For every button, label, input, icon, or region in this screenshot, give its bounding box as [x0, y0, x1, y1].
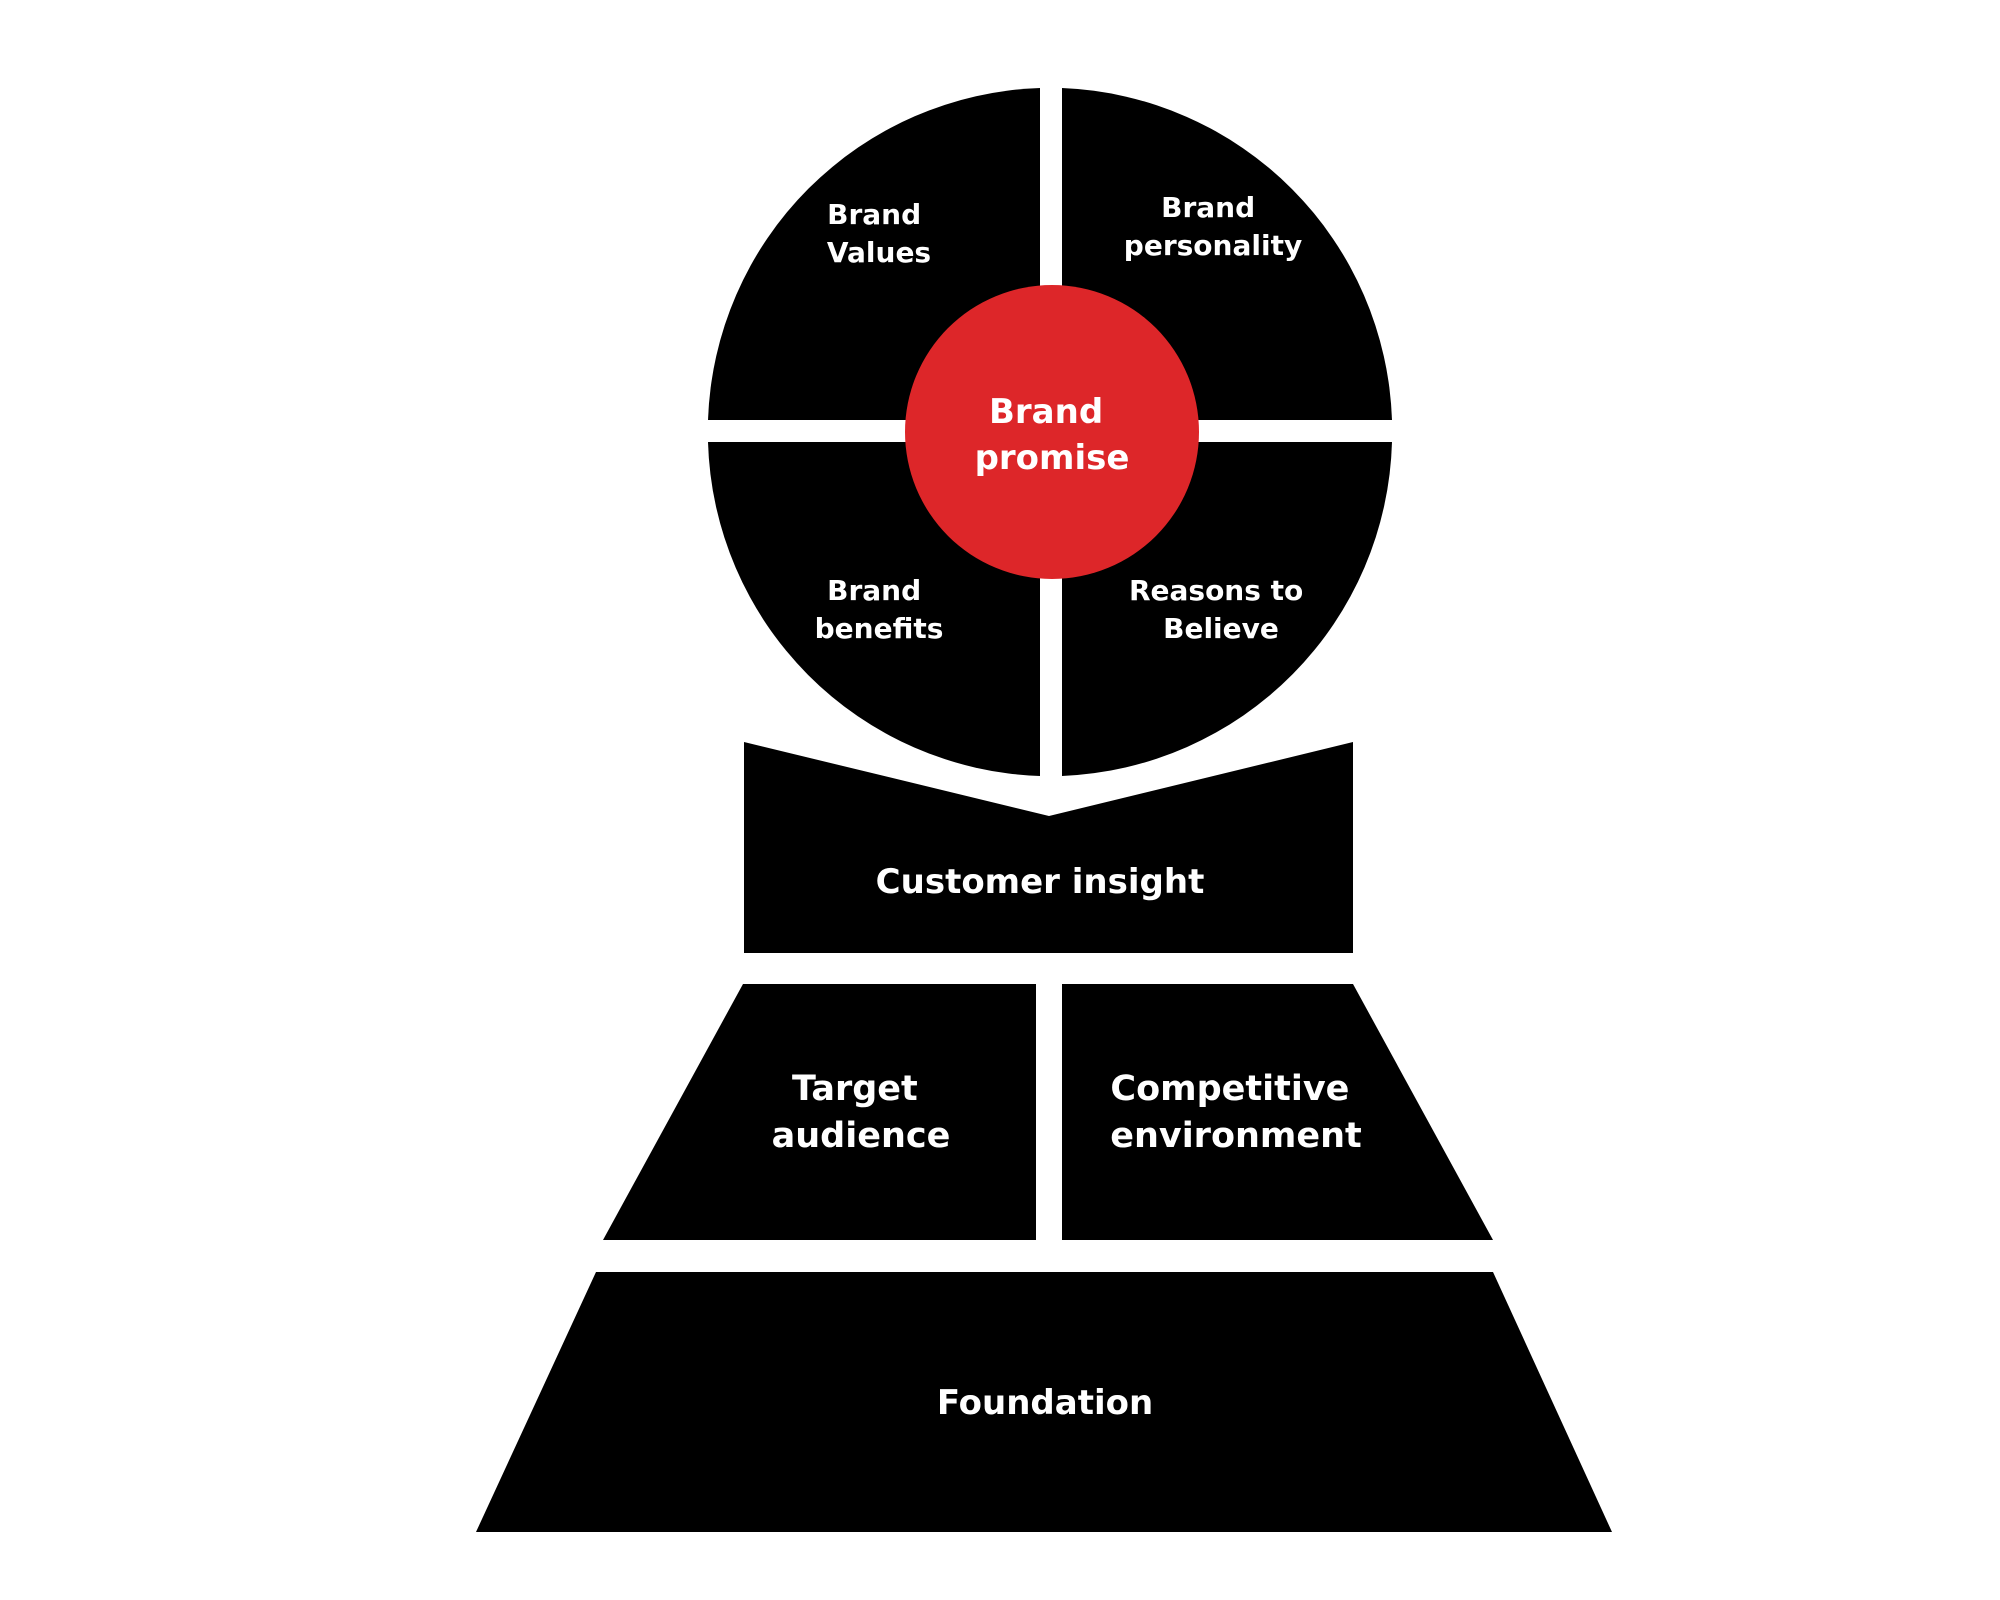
brand-promise-circle [905, 285, 1199, 579]
brand-benefits-line-1: Brand [827, 574, 921, 607]
brand-personality-label: Brand personality [1124, 191, 1302, 262]
competitive-environment-label: Competitive environment [1110, 1069, 1362, 1156]
brand-promise-label: Brand promise [975, 392, 1130, 478]
brand-benefits-label: Brand benefits [815, 574, 944, 645]
customer-insight-label: Customer insight [876, 862, 1205, 902]
competitive-environment-line-1: Competitive [1110, 1069, 1349, 1109]
brand-values-line-1: Brand [827, 198, 921, 231]
competitive-environment-line-2: environment [1110, 1116, 1362, 1156]
brand-personality-line-2: personality [1124, 229, 1302, 262]
target-audience-block [603, 984, 1036, 1240]
competitive-environment-block [1062, 984, 1493, 1240]
target-audience-label: Target audience [772, 1069, 951, 1156]
foundation-label: Foundation [937, 1383, 1153, 1423]
brand-benefits-line-2: benefits [815, 612, 944, 645]
reasons-to-believe-line-2: Believe [1163, 612, 1279, 645]
reasons-to-believe-line-1: Reasons to [1129, 574, 1303, 607]
foundation-block [476, 1272, 1612, 1532]
reasons-to-believe-label: Reasons to Believe [1129, 574, 1313, 645]
brand-promise-line-1: Brand [989, 392, 1103, 432]
target-audience-line-2: audience [772, 1116, 951, 1156]
customer-insight-block [744, 742, 1353, 953]
brand-promise-line-2: promise [975, 438, 1130, 478]
brand-personality-line-1: Brand [1161, 191, 1255, 224]
brand-wheel: Brand Values Brand personality Brand ben… [708, 88, 1392, 776]
brand-values-label: Brand Values [827, 198, 931, 269]
brand-values-line-2: Values [827, 236, 931, 269]
target-audience-line-1: Target [792, 1069, 918, 1109]
